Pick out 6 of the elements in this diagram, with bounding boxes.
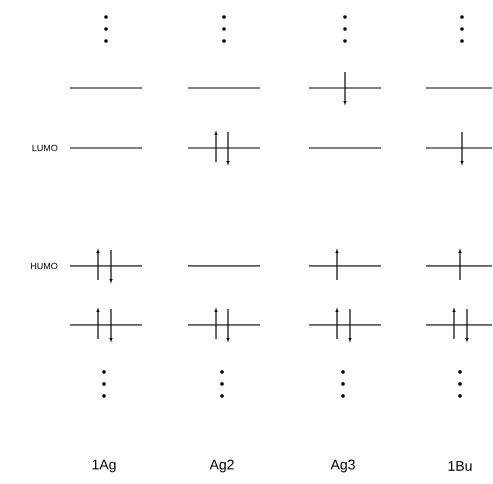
state-label: 1Bu (448, 461, 472, 471)
state-label: 1Ag (92, 460, 116, 472)
level-label: HUMO (31, 262, 58, 270)
level-label: LUMO (32, 144, 58, 152)
state-label: Ag3 (330, 460, 355, 472)
state-label: Ag2 (210, 460, 234, 472)
